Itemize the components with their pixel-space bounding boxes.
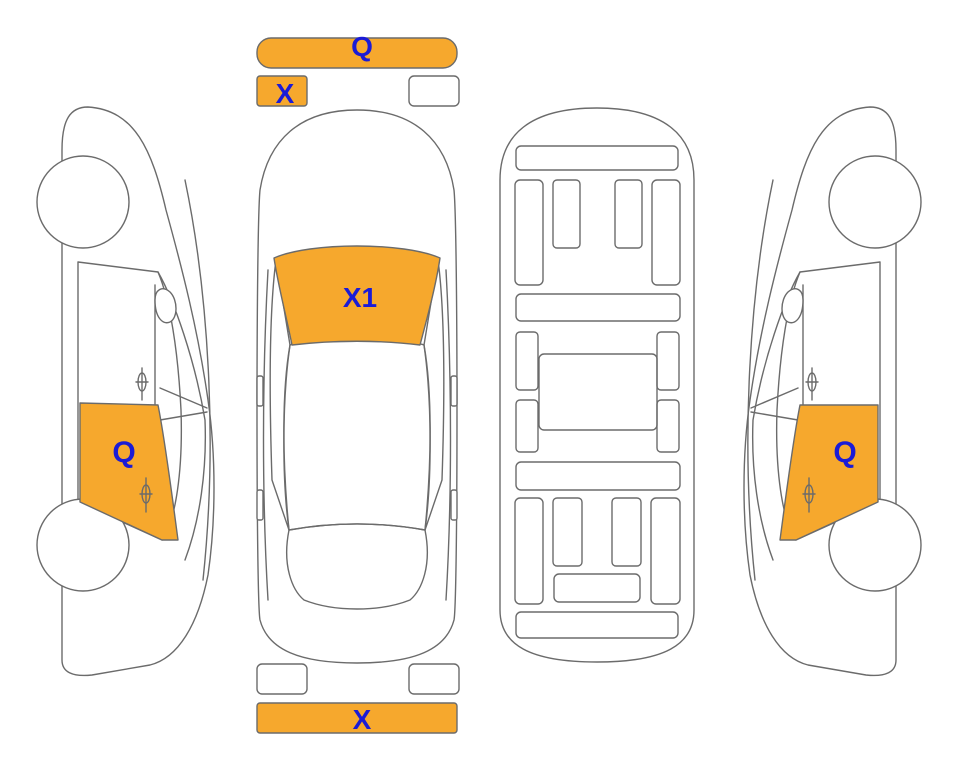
top-right-rear-marker [450,489,458,521]
roof-left-panel [515,331,539,391]
left-a-pillar [159,387,208,421]
left-body-line [184,179,211,581]
right-a-pillar [750,387,799,421]
top-view: Q X X1 X [256,31,460,735]
top-rear-window [285,523,429,610]
right-body-line [747,179,774,581]
left-front-wheel [36,155,130,249]
top-right-mirror [450,375,458,407]
left-side-view: Q [36,106,215,677]
right-rear-door-damage-label: Q [833,436,856,469]
top-left-rear-marker [256,489,264,521]
front-seatback-row [515,293,681,322]
front-bumper-damage [256,37,458,69]
front-left-seat [552,179,581,249]
top-left-mirror [256,375,264,407]
rear-right-taillight [408,663,460,695]
rear-left-seat-outer [514,497,544,605]
front-left-seat-outer [514,179,544,286]
rear-left-seat [552,497,583,567]
rear-seat-row [515,461,681,491]
front-right-seat [614,179,643,249]
left-rear-door-damage-label: Q [112,436,135,469]
right-front-wheel [828,155,922,249]
right-rear-door-damage [779,404,879,541]
right-mirror [781,288,804,324]
right-front-handle-knob [807,372,817,392]
windshield-damage [273,245,441,346]
front-right-seat-outer [651,179,681,286]
left-front-handle-knob [137,372,147,392]
rear-right-seat [611,497,642,567]
front-bumper-damage-label: Q [351,31,373,62]
left-mirror [154,288,177,324]
rear-left-taillight [256,663,308,695]
top-right-sill [445,269,452,601]
interior-view [499,107,695,663]
rear-center-console [553,573,641,603]
windshield-damage-label: X1 [343,282,377,313]
top-body-outline [256,109,458,664]
top-left-sill [262,269,269,601]
left-body-outline [61,106,215,677]
front-left-headlight-damage [256,75,308,107]
rear-right-seat-outer [650,497,681,605]
rear-bumper-damage [256,702,458,734]
right-side-view: Q [743,106,922,677]
left-rear-handle-knob [141,484,151,504]
rear-shelf [515,611,679,639]
dashboard [515,145,679,171]
roof-right-panel-lower [656,399,680,453]
rear-bumper-damage-label: X [353,704,372,735]
roof-left-panel-lower [515,399,539,453]
left-rear-door-damage [79,402,179,541]
interior-body-outline [499,107,695,663]
right-rear-handle-knob [804,484,814,504]
sunroof [538,353,658,431]
front-left-headlight-damage-label: X [276,78,295,109]
right-body-outline [743,106,897,677]
front-right-headlight [408,75,460,107]
